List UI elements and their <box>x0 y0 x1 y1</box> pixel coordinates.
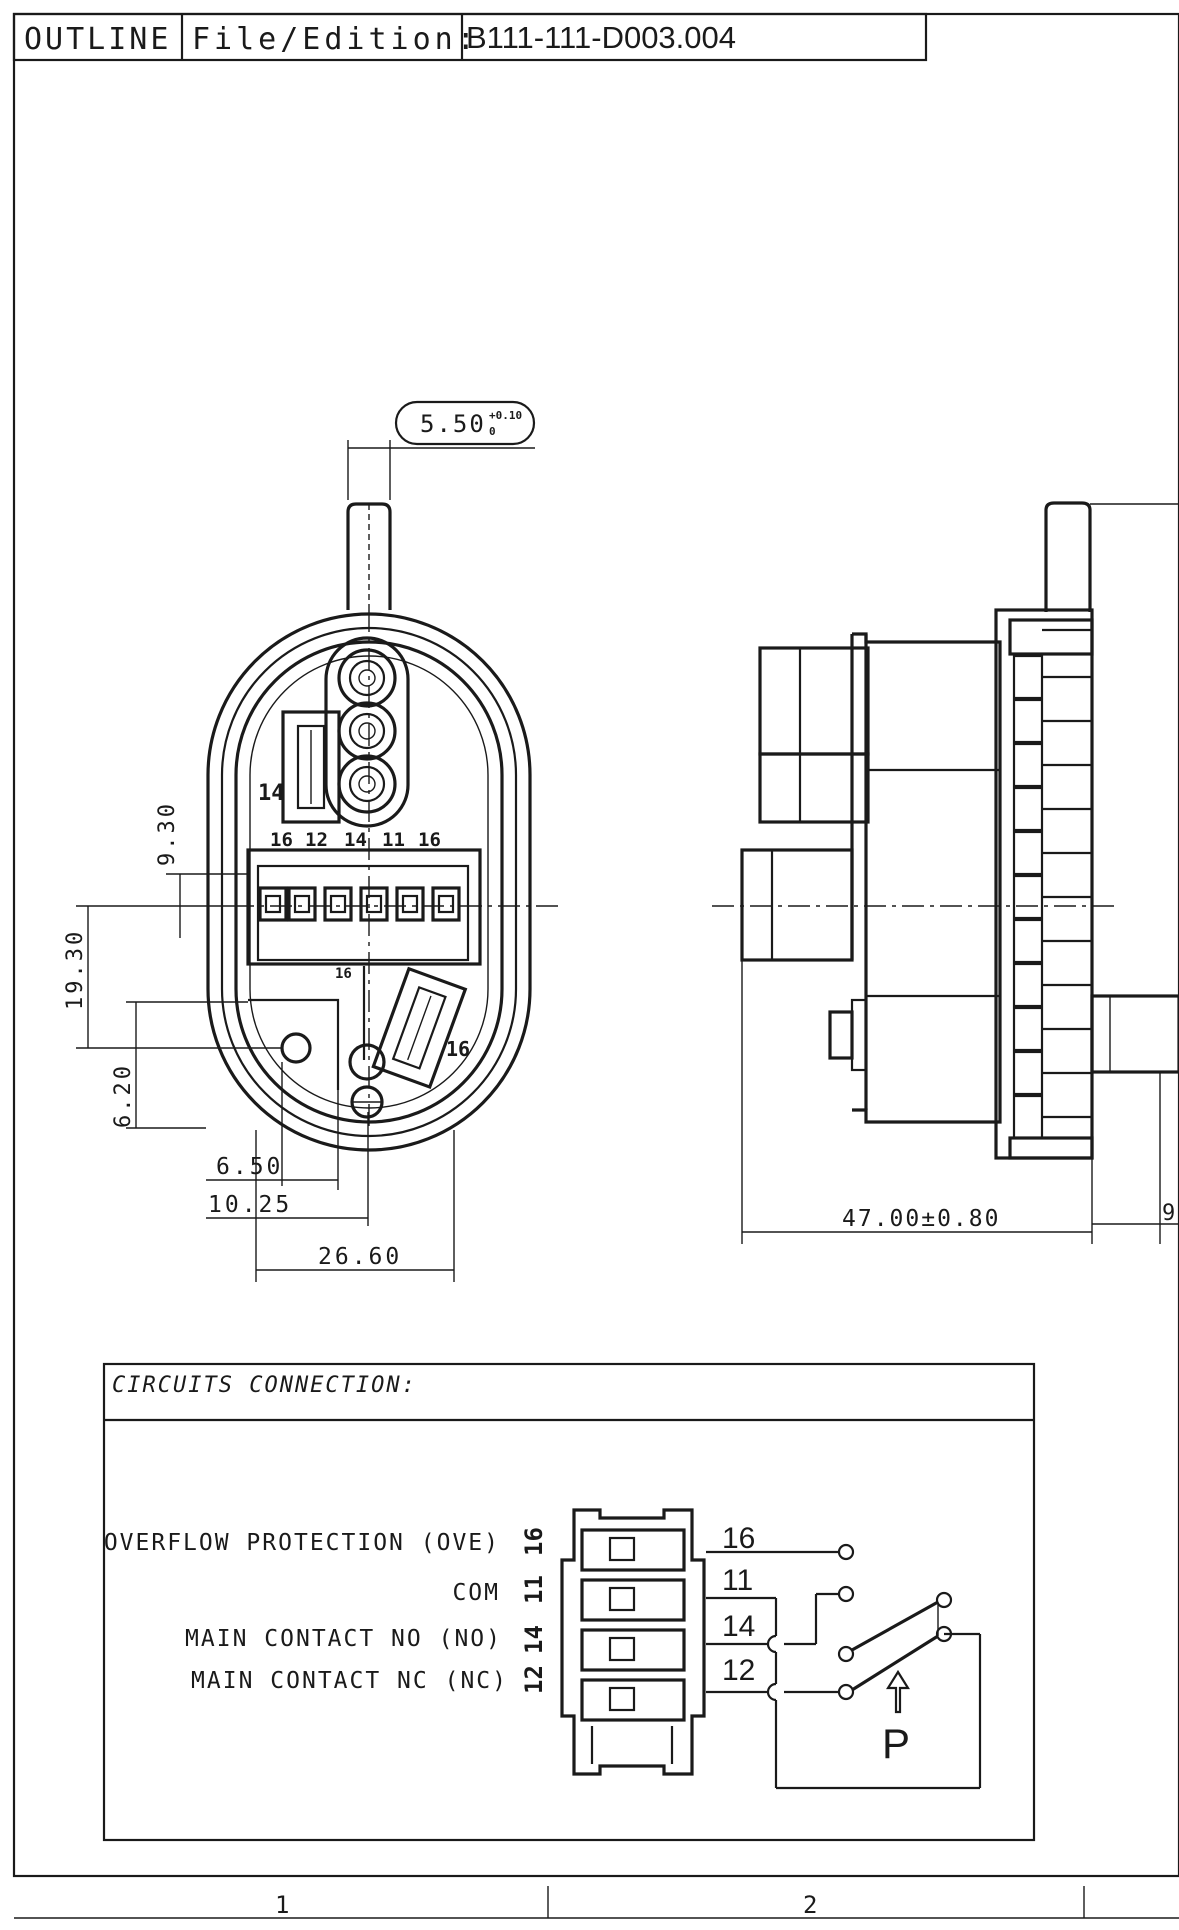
circuit-pin-16-rot: 16 <box>520 1527 548 1556</box>
label-pin-14: 14 <box>344 829 367 851</box>
label-pin-16-lower: 16 <box>446 1037 470 1061</box>
title-block <box>12 12 928 62</box>
dim-tube-tol-lower: 0 <box>489 425 496 438</box>
zone-1-label: 1 <box>275 1891 289 1919</box>
side-ribs <box>1008 618 1094 1160</box>
mounting-hole <box>280 1032 312 1064</box>
circuit-pin-14: 14 <box>722 1610 755 1643</box>
title-file-label: File/Edition: <box>192 22 479 57</box>
circuit-pin-11: 11 <box>722 1564 753 1597</box>
circuit-wiring <box>706 1543 982 1790</box>
dim-9: 9 <box>1162 1201 1175 1226</box>
dim-tube-diameter: 5.50 <box>420 410 486 438</box>
side-terminal <box>281 710 341 824</box>
label-pin-16-bottom: 16 <box>335 966 352 982</box>
side-dimensions: 47.00±0.80 9 <box>741 960 1179 1244</box>
circuit-pin-14-rot: 14 <box>520 1625 548 1654</box>
dim-6-50: 6.50 <box>216 1154 283 1180</box>
circuit-label-ove: OVERFLOW PROTECTION (OVE) <box>104 1530 500 1556</box>
side-view <box>712 501 1179 1160</box>
pressure-arrow-icon <box>886 1669 910 1714</box>
circuit-label-nc: MAIN CONTACT NC (NC) <box>191 1668 508 1694</box>
circuit-label-com: COM <box>452 1580 500 1606</box>
circuit-pin-12: 12 <box>722 1654 755 1687</box>
dim-9-30: 9.30 <box>155 801 180 866</box>
label-pin-11: 11 <box>382 829 405 851</box>
circuits-box <box>102 1362 1036 1842</box>
label-pin-16: 16 <box>270 829 293 851</box>
pressure-label: P <box>882 1720 910 1767</box>
dim-26-60: 26.60 <box>318 1244 402 1270</box>
title-file-value: B111-111-D003.004 <box>466 20 736 55</box>
connector-symbol <box>560 1508 706 1776</box>
lower-screw <box>348 1043 386 1081</box>
drawing-frame <box>12 12 1179 1878</box>
lower-terminal <box>371 966 468 1090</box>
screw-group <box>337 648 397 814</box>
circuit-pin-12-rot: 12 <box>520 1665 548 1694</box>
dim-6-20: 6.20 <box>111 1063 136 1128</box>
label-pin-16b: 16 <box>418 829 441 851</box>
terminal-cells <box>258 886 461 922</box>
dim-10-25: 10.25 <box>208 1192 292 1218</box>
upper-boss <box>324 636 410 828</box>
circuits-panel: CIRCUITS CONNECTION: OVERFLOW PROTECTION… <box>102 1362 1036 1842</box>
tube-dim-callout <box>394 400 536 446</box>
circuit-pin-11-rot: 11 <box>520 1575 548 1604</box>
circuits-header: CIRCUITS CONNECTION: <box>112 1373 417 1398</box>
dim-tube-tol-upper: +0.10 <box>489 409 522 422</box>
label-pin-12: 12 <box>305 829 328 851</box>
circuit-pin-16: 16 <box>722 1522 755 1555</box>
label-pin-14-side: 14 <box>258 781 285 806</box>
terminal-block <box>246 848 482 966</box>
dim-19-30: 19.30 <box>63 929 88 1010</box>
front-view: 14 16 12 14 11 16 16 <box>206 502 562 1152</box>
circuit-label-no: MAIN CONTACT NO (NO) <box>185 1626 502 1652</box>
front-dimensions: 5.50 +0.10 0 9.30 19.30 6.20 6.50 10.25 … <box>63 400 536 1282</box>
title-outline: OUTLINE <box>24 22 171 57</box>
zone-2-label: 2 <box>803 1891 817 1919</box>
dim-47-00: 47.00±0.80 <box>842 1206 1000 1232</box>
